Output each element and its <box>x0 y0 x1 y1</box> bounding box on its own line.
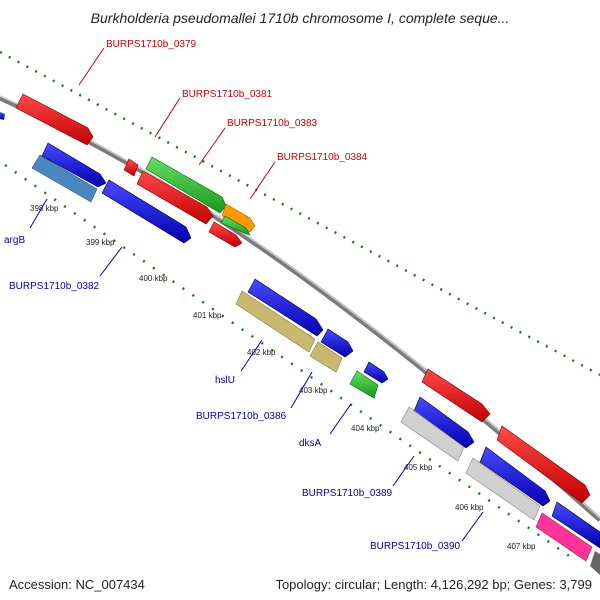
label-leader <box>99 246 123 277</box>
label-leader <box>392 455 415 487</box>
gene-feature[interactable] <box>413 396 475 449</box>
gene-label-BURPS1710b_0381[interactable]: BURPS1710b_0381 <box>182 89 273 100</box>
gene-label-BURPS1710b_0386[interactable]: BURPS1710b_0386 <box>196 411 287 422</box>
label-leader <box>329 403 352 435</box>
tick-label: 404 kbp <box>351 424 380 433</box>
tick-label: 403 kbp <box>299 386 328 395</box>
tick-label: 400 kbp <box>139 274 168 283</box>
tick-label: 405 kbp <box>404 463 433 472</box>
gene-label-BURPS1710b_0384[interactable]: BURPS1710b_0384 <box>277 152 368 163</box>
gene-label-hslU[interactable]: hslU <box>215 375 235 386</box>
tick-label: 406 kbp <box>455 503 484 512</box>
gene-feature[interactable] <box>309 341 343 373</box>
label-leader <box>249 161 276 200</box>
gene-label-BURPS1710b_0379[interactable]: BURPS1710b_0379 <box>106 39 197 50</box>
gene-feature[interactable] <box>363 361 389 384</box>
gene-label-BURPS1710b_0383[interactable]: BURPS1710b_0383 <box>227 118 318 129</box>
label-leader <box>78 47 105 86</box>
outer-tick-ring <box>0 50 600 377</box>
tick-label: 398 kbp <box>30 204 59 213</box>
gene-feature[interactable] <box>123 158 139 177</box>
label-leader <box>29 198 48 229</box>
gene-feature[interactable] <box>551 501 600 549</box>
gene-feature[interactable] <box>221 203 256 233</box>
label-leader <box>198 127 226 166</box>
gene-feature[interactable] <box>590 551 600 575</box>
label-leader <box>154 97 181 138</box>
gene-feature[interactable] <box>41 142 107 188</box>
gene-feature[interactable] <box>220 215 251 236</box>
label-leader <box>290 371 313 409</box>
label-leader <box>461 511 484 542</box>
gene-label-BURPS1710b_0390[interactable]: BURPS1710b_0390 <box>370 541 461 552</box>
gene-feature[interactable] <box>136 170 214 225</box>
map-title: Burkholderia pseudomallei 1710b chromoso… <box>90 10 510 26</box>
gene-feature[interactable] <box>0 112 5 120</box>
gene-label-argB[interactable]: argB <box>4 235 25 246</box>
gene-feature[interactable] <box>421 368 491 423</box>
gene-feature[interactable] <box>535 512 593 562</box>
gene-feature[interactable] <box>320 328 354 358</box>
label-leader <box>240 339 263 372</box>
tick-label: 401 kbp <box>193 311 222 320</box>
gene-feature[interactable] <box>145 156 227 214</box>
accession-info: Accession: NC_007434 <box>9 577 145 592</box>
gene-label-BURPS1710b_0389[interactable]: BURPS1710b_0389 <box>302 488 393 499</box>
gene-label-dksA[interactable]: dksA <box>299 438 322 449</box>
tick-label: 402 kbp <box>247 348 276 357</box>
gene-feature[interactable] <box>349 370 379 399</box>
gene-label-BURPS1710b_0382[interactable]: BURPS1710b_0382 <box>9 281 100 292</box>
topology-info: Topology: circular; Length: 4,126,292 bp… <box>275 577 592 592</box>
inner-tick-ring <box>4 163 576 562</box>
gene-feature[interactable] <box>496 425 591 504</box>
gene-feature[interactable] <box>400 406 465 462</box>
gene-feature[interactable] <box>247 278 324 337</box>
gene-feature[interactable] <box>31 154 98 203</box>
gene-feature[interactable] <box>101 179 192 244</box>
tick-label: 399 kbp <box>86 238 115 247</box>
gene-feature[interactable] <box>235 290 316 353</box>
gene-feature[interactable] <box>465 457 541 521</box>
gene-feature[interactable] <box>15 93 94 146</box>
tick-label: 407 kbp <box>507 542 536 551</box>
gene-feature[interactable] <box>479 446 551 507</box>
gene-feature[interactable] <box>208 221 243 248</box>
